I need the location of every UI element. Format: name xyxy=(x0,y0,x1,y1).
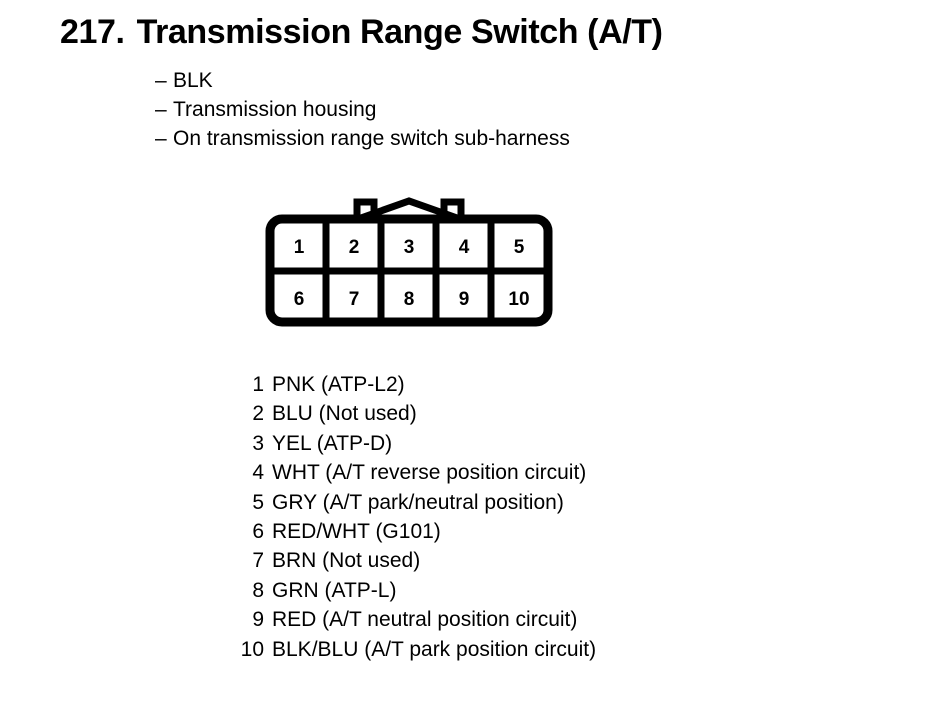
connector-pin-7: 7 xyxy=(349,289,360,310)
note-item-label: On transmission range switch sub-harness xyxy=(173,127,570,150)
note-item: –BLK xyxy=(155,66,570,95)
pin-legend-row: 9 RED (A/T neutral position circuit) xyxy=(232,605,596,634)
pin-legend-description: GRN (ATP-L) xyxy=(272,578,397,602)
connector-pin-4: 4 xyxy=(459,237,470,258)
pin-legend-row: 7 BRN (Not used) xyxy=(232,546,596,575)
pin-legend-row: 1 PNK (ATP-L2) xyxy=(232,370,596,399)
note-item: –Transmission housing xyxy=(155,95,570,124)
connector-pin-2: 2 xyxy=(349,237,360,258)
connector-pin-1: 1 xyxy=(294,237,305,258)
note-item-label: Transmission housing xyxy=(173,98,377,121)
connector-pin-5: 5 xyxy=(514,237,525,258)
pin-legend-number: 1 xyxy=(252,373,264,396)
dash-icon: – xyxy=(155,69,167,92)
pin-legend-number: 2 xyxy=(252,402,264,426)
connector-pin-3: 3 xyxy=(404,237,415,258)
pin-legend-row: 10 BLK/BLU (A/T park position circuit) xyxy=(232,635,596,664)
connector-pin-9: 9 xyxy=(459,289,470,310)
page-title: 217. Transmission Range Switch (A/T) xyxy=(60,13,663,51)
pin-legend-description: BLK/BLU (A/T park position circuit) xyxy=(272,637,597,661)
pin-legend-description: BLU (Not used) xyxy=(272,402,417,426)
pin-legend-row: 5 GRY (A/T park/neutral position) xyxy=(232,488,596,517)
pin-legend-number: 7 xyxy=(252,549,264,573)
pin-legend-number: 6 xyxy=(252,520,264,544)
pin-legend-description: PNK (ATP-L2) xyxy=(272,373,405,396)
pin-legend-number: 5 xyxy=(252,490,264,514)
page-title-number: 217. xyxy=(60,13,125,51)
notes-list: –BLK –Transmission housing –On transmiss… xyxy=(155,66,570,153)
pin-legend-number: 10 xyxy=(240,637,264,661)
connector-pin-6: 6 xyxy=(294,289,305,310)
page-title-text: Transmission Range Switch (A/T) xyxy=(136,13,663,51)
pin-legend-list: 1 PNK (ATP-L2) 2 BLU (Not used) 3 YEL (ATP-… xyxy=(232,370,596,664)
pin-legend-number: 9 xyxy=(252,608,264,632)
pin-legend-number: 4 xyxy=(252,461,264,485)
note-item: –On transmission range switch sub-harnes… xyxy=(155,124,570,153)
pin-legend-row: 8 GRN (ATP-L) xyxy=(232,576,596,605)
dash-icon: – xyxy=(155,98,167,121)
pin-legend-description: BRN (Not used) xyxy=(272,549,421,573)
pin-legend-row: 4 WHT (A/T reverse position circuit) xyxy=(232,458,596,487)
pin-legend-description: WHT (A/T reverse position circuit) xyxy=(272,461,587,485)
pin-legend-description: YEL (ATP-D) xyxy=(272,431,393,455)
pin-legend-description: RED (A/T neutral position circuit) xyxy=(272,608,578,632)
pin-legend-number: 8 xyxy=(252,578,264,602)
connector-diagram: 1 2 3 4 5 6 7 8 9 10 xyxy=(258,196,560,328)
dash-icon: – xyxy=(155,127,167,150)
pin-legend-row: 2 BLU (Not used) xyxy=(232,399,596,428)
pin-legend-description: GRY (A/T park/neutral position) xyxy=(272,490,564,514)
pin-legend-row: 3 YEL (ATP-D) xyxy=(232,429,596,458)
pin-legend-number: 3 xyxy=(252,431,264,455)
connector-pin-10: 10 xyxy=(508,289,529,310)
connector-pin-8: 8 xyxy=(404,289,415,310)
pin-legend-row: 6 RED/WHT (G101) xyxy=(232,517,596,546)
note-item-label: BLK xyxy=(173,69,213,92)
pin-legend-description: RED/WHT (G101) xyxy=(272,520,441,544)
